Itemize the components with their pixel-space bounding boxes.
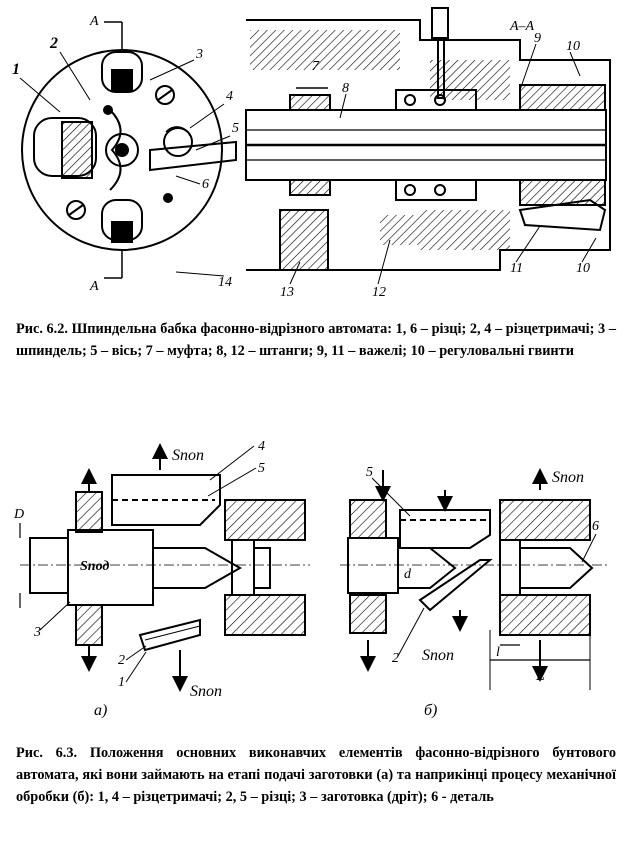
label-a-4: 4 — [258, 439, 265, 454]
label-12: 12 — [372, 285, 386, 300]
label-l: l — [496, 645, 500, 660]
label-s-pod: Sпод — [80, 559, 109, 574]
spindle-end-view — [21, 21, 237, 279]
label-b-6: 6 — [592, 519, 599, 534]
figure-6-2-drawing: А А 1 2 3 4 5 6 — [12, 7, 611, 300]
subfigure-b — [340, 468, 610, 690]
label-6: 6 — [202, 177, 209, 192]
label-b-5: 5 — [366, 465, 373, 480]
label-s-pop-a-top: Sпоп — [172, 447, 204, 464]
label-a-1: 1 — [118, 675, 125, 690]
label-11: 11 — [510, 261, 523, 276]
spindle-section-view — [245, 7, 611, 271]
label-a-3: 3 — [33, 625, 41, 640]
label-2: 2 — [49, 35, 58, 52]
label-3: 3 — [195, 47, 203, 62]
label-a-2: 2 — [118, 653, 125, 668]
label-s-pop-a-bottom: Sпоп — [190, 683, 222, 700]
label-a-5: 5 — [258, 461, 265, 476]
figure-6-2-caption: Рис. 6.2. Шпиндельна бабка фасонно-відрі… — [16, 321, 616, 359]
label-14: 14 — [218, 275, 232, 290]
label-4: 4 — [226, 89, 233, 104]
label-section-mark-bottom: А — [89, 279, 99, 294]
label-d: d — [404, 567, 412, 582]
label-section-mark-top: А — [89, 14, 99, 29]
label-10-bottom: 10 — [576, 261, 590, 276]
label-10-top: 10 — [566, 39, 580, 54]
label-7: 7 — [312, 59, 320, 74]
label-9: 9 — [534, 31, 541, 46]
label-sub-a: а) — [94, 702, 107, 719]
label-b-2: 2 — [392, 651, 399, 666]
label-L: L — [535, 667, 545, 684]
label-5: 5 — [232, 121, 239, 136]
label-8: 8 — [342, 81, 349, 96]
label-1: 1 — [12, 61, 20, 78]
figure-6-3-caption: Рис. 6.3. Положення основних виконавчих … — [16, 745, 616, 805]
label-s-pop-b-top: Sпоп — [552, 469, 584, 486]
figure-6-3-drawing: Sпоп Sпоп Sпод 1 2 3 4 5 D а) — [13, 439, 610, 719]
subfigure-a — [19, 443, 310, 692]
label-sub-b: б) — [424, 702, 437, 719]
label-section-a-a: А–А — [509, 19, 535, 34]
label-s-pop-b-bottom: Sпоп — [422, 647, 454, 664]
label-D: D — [13, 507, 24, 522]
label-13: 13 — [280, 285, 294, 300]
